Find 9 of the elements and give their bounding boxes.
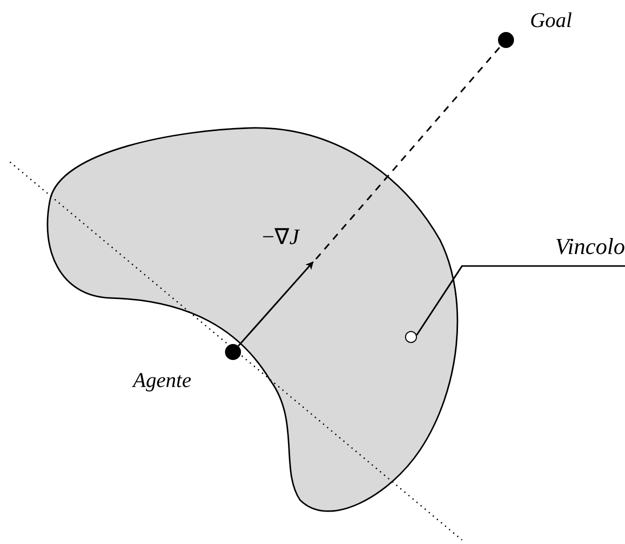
- dashed-line: [315, 46, 502, 260]
- point: [225, 344, 241, 360]
- callout-text: Vincolo: [555, 235, 625, 258]
- point-label: Agente: [133, 370, 192, 391]
- point: [498, 32, 514, 48]
- arrow: [238, 261, 314, 347]
- leader-line: [416, 265, 625, 336]
- point-label: Goal: [530, 10, 572, 31]
- edge-label: −∇J: [262, 226, 300, 248]
